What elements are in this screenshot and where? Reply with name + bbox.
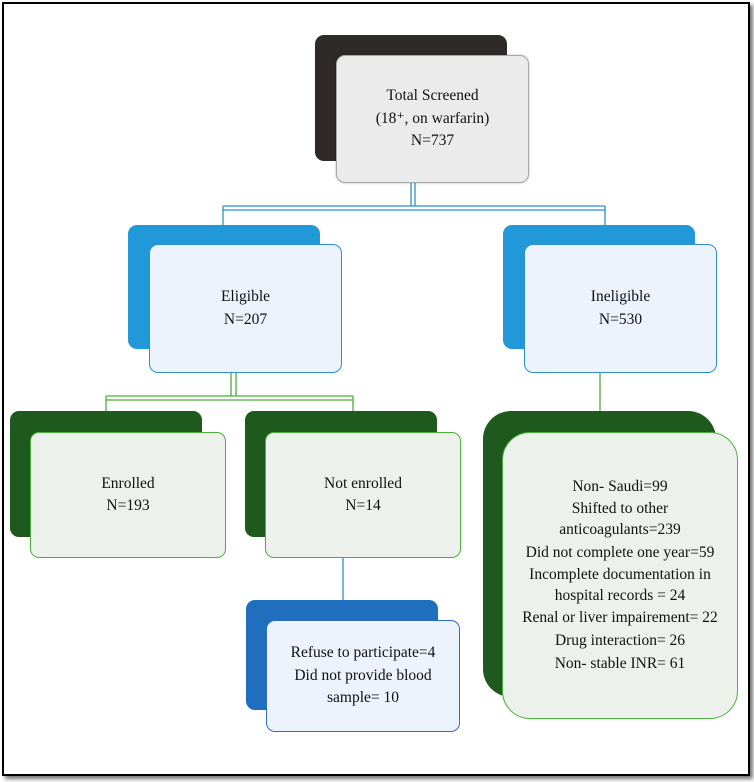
eligible-count: N=207 <box>223 310 268 328</box>
not-enrolled-count: N=14 <box>345 497 381 514</box>
total-screened-criteria: (18⁺, on warfarin) <box>375 109 490 127</box>
ineligible-reasons-box: Non- Saudi=99 Shifted to other anticoagu… <box>502 432 738 719</box>
connector-top-horizontal <box>223 205 605 211</box>
reason-documentation-line1: Incomplete documentation in <box>529 566 711 584</box>
connector-eligible-down <box>230 373 237 396</box>
reason-non-stable-inr: Non- stable INR= 61 <box>554 654 686 672</box>
refuse-line: Refuse to participate=4 <box>290 644 436 662</box>
enrolled-box: Enrolled N=193 <box>30 432 226 558</box>
ineligible-count: N=530 <box>598 310 643 328</box>
refuse-box: Refuse to participate=4 Did not provide … <box>266 620 460 732</box>
no-blood-line: Did not provide blood <box>294 666 432 684</box>
ineligible-label: Ineligible <box>590 288 651 306</box>
reason-drug-interaction: Drug interaction= 26 <box>554 632 686 650</box>
reason-shifted-line2: anticoagulants=239 <box>559 520 681 538</box>
reason-one-year: Did not complete one year=59 <box>525 543 715 561</box>
reason-non-saudi: Non- Saudi=99 <box>572 477 668 495</box>
eligible-label: Eligible <box>220 288 271 306</box>
not-enrolled-box: Not enrolled N=14 <box>265 432 461 558</box>
connector-eligible-horizontal <box>106 395 353 401</box>
enrolled-label: Enrolled <box>101 474 155 492</box>
connector-top-down <box>410 183 416 206</box>
reason-renal-liver: Renal or liver impairement= 22 <box>522 609 718 627</box>
enrolled-count: N=193 <box>106 497 150 514</box>
eligible-box: Eligible N=207 <box>149 244 342 373</box>
total-screened-box: Total Screened (18⁺, on warfarin) N=737 <box>336 55 529 183</box>
reason-documentation-line2: hospital records = 24 <box>554 586 686 604</box>
reason-shifted-line1: Shifted to other <box>571 500 669 518</box>
not-enrolled-label: Not enrolled <box>324 474 402 492</box>
total-screened-count: N=737 <box>410 132 455 150</box>
no-blood-count: sample= 10 <box>326 689 400 707</box>
ineligible-box: Ineligible N=530 <box>524 244 717 373</box>
total-screened-title: Total Screened <box>386 87 479 105</box>
